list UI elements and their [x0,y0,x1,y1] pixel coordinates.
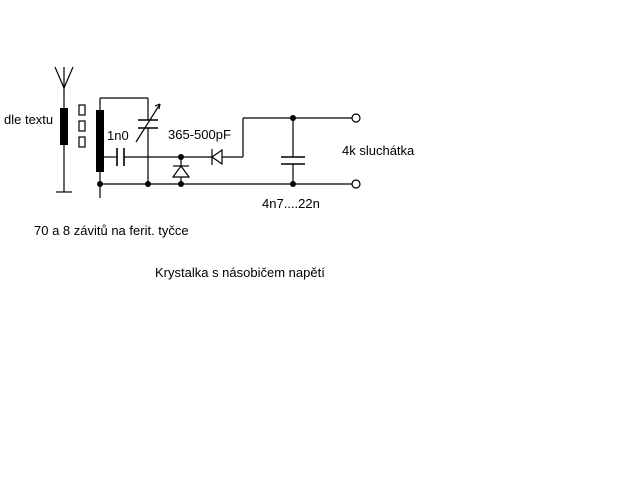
coil-note-label: 70 a 8 závitů na ferit. tyčce [34,223,189,238]
ferrite-rod [78,104,86,148]
tuning-capacitor [135,103,161,184]
upper-rail [242,117,352,157]
output-cap-label: 4n7....22n [262,196,320,211]
junction-dot [178,181,184,187]
antenna-note-label: dle textu [4,112,54,127]
top-wire [99,97,149,120]
ground-rail [99,172,352,198]
output-terminal-bottom [351,179,361,189]
shunt-diode [171,157,191,184]
antenna-coil [60,108,68,145]
output-terminal-top [351,113,361,123]
main-coil [96,110,104,172]
coupling-cap-label: 1n0 [107,128,129,143]
headphones-label: 4k sluchátka [342,143,415,158]
junction-dot [290,181,296,187]
tuning-cap-label: 365-500pF [168,127,231,142]
junction-dot [97,181,103,187]
antenna-symbol [54,66,74,108]
series-diode [181,148,243,166]
coupling-capacitor [116,148,181,166]
junction-dot [145,181,151,187]
output-capacitor [281,118,305,184]
caption-label: Krystalka s násobičem napětí [155,265,325,280]
